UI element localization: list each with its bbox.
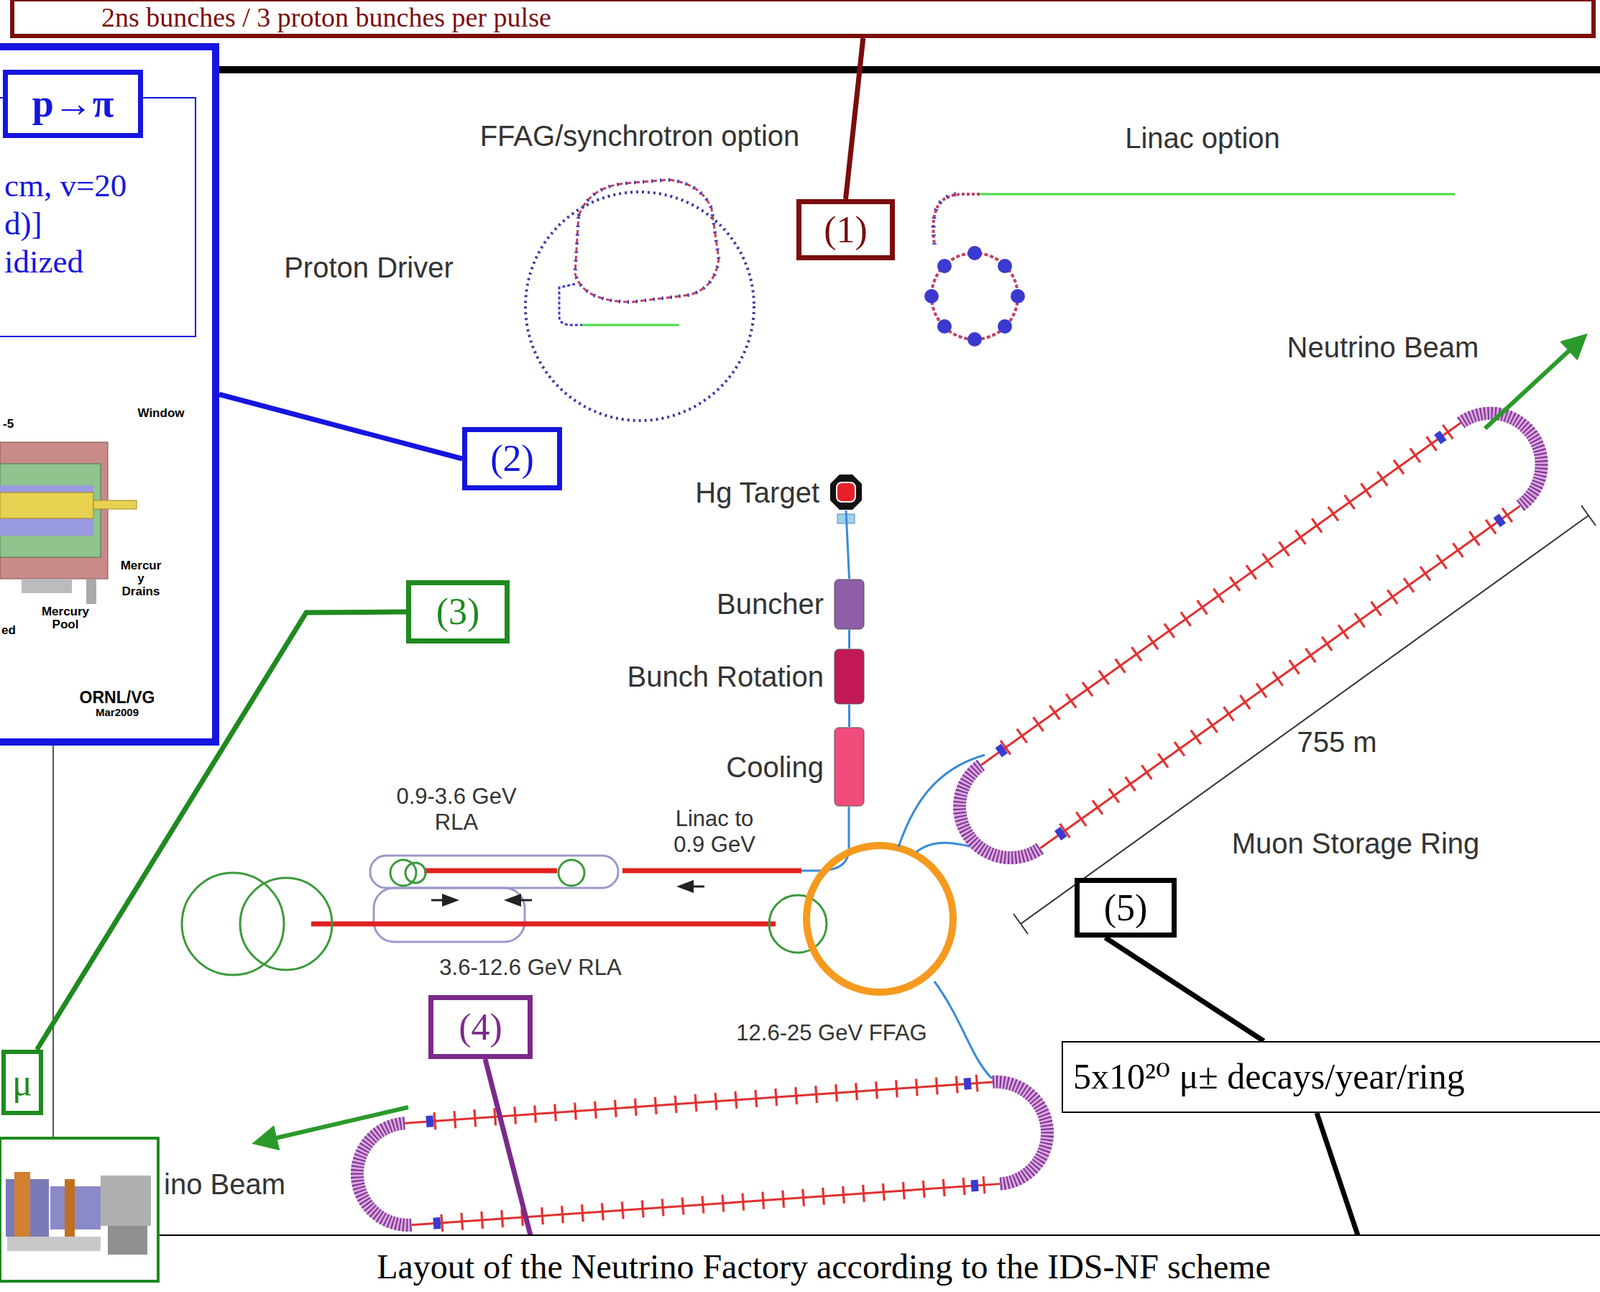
node-text: μ [12,1060,33,1105]
part-name-label: Muon Storage Ring [1231,826,1480,860]
callout-number: (3) [406,580,510,644]
hg-target: Hg Target [632,470,863,514]
bunch-spec-box: 2ns bunches / 3 proton bunches per pulse [10,0,1596,39]
part-name-label: 755 m [1296,725,1377,759]
component-block [834,649,864,704]
callout-number: (1) [796,199,895,261]
cooling-shape [833,726,865,807]
muon-storage-ring [934,385,1567,885]
caption-rule [158,1234,1600,1236]
accelerator-chain [181,754,1036,1079]
component-symbol [833,648,865,705]
target-panel: -5 WindowMercur y DrainsMercury Pool edORN… [0,43,220,746]
node-text: 5x10²⁰ μ± decays/year/ring [1073,1055,1465,1098]
target-illustration [0,50,216,741]
node-text: (2) [490,437,535,481]
part-name-label: FFAG/synchrotron option [480,119,800,153]
figure-caption: Layout of the Neutrino Factory according… [376,1246,1271,1286]
component-symbol [829,473,863,511]
part-name-label: ino Beam [163,1167,286,1201]
buncher-shape [833,578,865,630]
proton-driver-ring [525,179,754,421]
target-part [86,578,97,604]
part-label: ed [1,623,16,637]
leader-connector [219,394,463,460]
component-symbol [833,578,865,630]
target-part [0,442,108,579]
leader-line [1316,1112,1358,1235]
leader-connector [848,704,851,727]
bunch-rotation-shape [833,648,865,705]
leader-connector [1105,937,1265,1041]
node-text: idized [4,242,84,282]
leader-connector [846,510,850,579]
callout-number: (4) [428,994,533,1059]
node-text: (5) [1104,886,1148,930]
hg-target-shape [829,473,863,511]
muon-storage-ring [352,1069,1051,1238]
node-text: 2ns bunches / 3 proton bunches per pulse [101,2,552,34]
node-text: (4) [458,1005,503,1049]
part-label: -5 [2,417,14,431]
part-label: Mercury Pool [40,605,91,632]
part-label: Window [138,406,185,420]
component-block [834,579,864,629]
node-text: d)] [4,204,42,243]
dimension-line [1013,505,1596,934]
frame-line [219,66,1600,74]
node-text: (3) [436,590,481,634]
buncher: Buncher [646,575,865,633]
part-name-label: 3.6-12.6 GeV RLA [439,954,622,981]
part-label: Mercur y Drains [117,559,164,599]
part-name-label: Linac option [1124,121,1281,155]
component-label: Cooling [725,750,824,783]
callout-number: (5) [1074,877,1177,938]
linac-option [924,194,1455,347]
part-name-label: 12.6-25 GeV FFAG [736,1019,927,1046]
component-label: Bunch Rotation [626,660,824,693]
cooling-apparatus-picture [0,1137,159,1281]
target-core [836,482,856,502]
leader-connector [848,629,851,649]
part-name-label: Proton Driver [283,250,454,284]
component-symbol [833,726,865,807]
component-block [834,727,864,806]
node-text: cm, v=20 [4,166,127,205]
target-octagon [830,474,862,510]
target-part [0,463,101,558]
part-label: ORNL/VG [79,688,156,706]
part-label: Mar2009 [95,706,139,719]
frame-line [52,745,54,1138]
leader-connector [846,38,864,200]
stage-title-box: p→π [2,69,144,139]
cooling: Cooling [646,723,865,811]
target-part [21,578,72,593]
node-text: p→π [32,81,115,126]
part-name-label: 0.9-3.6 GeV RLA [393,783,520,835]
neutrino-beam-arrow [1484,339,1582,429]
callout-number: (2) [462,426,563,491]
node-text: (1) [823,208,868,252]
part-name-label: Neutrino Beam [1287,330,1480,364]
component-label: Hg Target [695,476,820,509]
component-label: Buncher [716,587,824,621]
muon-stage-box: μ [1,1049,44,1115]
decay-rate-box: 5x10²⁰ μ± decays/year/ring [1061,1040,1600,1113]
neutrino-beam-arrow [260,1106,409,1142]
target-part [0,492,94,519]
leader-line [485,1058,531,1235]
bunch-rotation: Bunch Rotation [546,644,865,708]
target-part [93,500,137,509]
part-name-label: Linac to 0.9 GeV [664,805,765,857]
target-part [0,485,94,536]
